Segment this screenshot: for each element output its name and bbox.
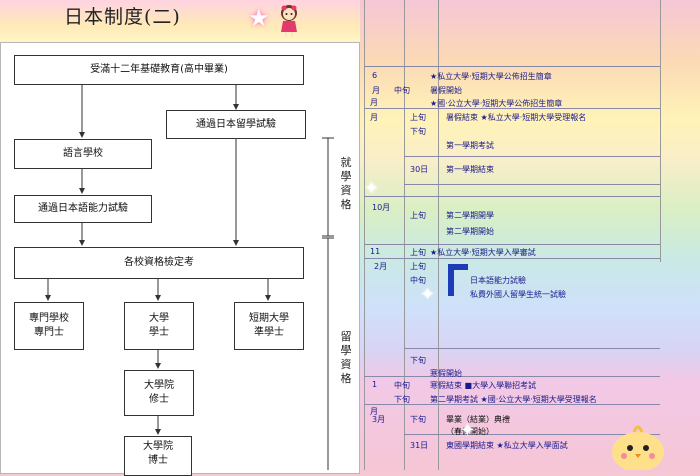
event-text: ★私立大學‧短期大學公佈招生簡章: [430, 71, 552, 82]
side-label-abroad-eligibility: 留學資格: [339, 330, 353, 386]
flow-university-box: 大學 學士: [124, 302, 194, 350]
month-cell: 月: [370, 112, 378, 123]
month-cell: 1: [372, 380, 377, 389]
event-text: ★國‧公立大學‧短期大學公佈招生簡章: [430, 98, 562, 109]
event-text: 暑假開始: [430, 85, 462, 96]
flow-jlpt-box: 通過日本語能力試驗: [14, 195, 152, 223]
flow-vocational-box: 專門學校 專門士: [14, 302, 84, 350]
flow-master-label: 大學院: [144, 379, 174, 393]
highlight-bar: [448, 270, 454, 296]
period-cell: 下旬: [410, 355, 426, 366]
flow-eju-label: 通過日本留學試驗: [196, 118, 276, 132]
period-cell: 上旬: [410, 210, 426, 221]
flow-university-label: 大學: [149, 312, 169, 326]
event-text: 私費外國人留學生統一試驗: [470, 289, 566, 300]
month-cell: 3月: [372, 414, 385, 425]
row-divider: [364, 196, 660, 197]
flow-vocational-label: 專門學校: [29, 312, 69, 326]
period-cell: 下旬: [410, 126, 426, 137]
event-text: 東國學期結束 ★私立大學入學面試: [446, 440, 568, 451]
flow-doctor-box: 大學院 博士: [124, 436, 192, 476]
chick-mascot-icon: [606, 418, 670, 470]
event-text: ★私立大學‧短期大學入學審試: [430, 247, 536, 258]
flowchart-slide: 日本制度(二) ★: [0, 0, 360, 470]
event-text: 第二學期考試 ★國‧公立大學‧短期大學受理報名: [430, 394, 597, 405]
flow-master-degree: 修士: [149, 393, 169, 407]
period-cell: 上旬: [410, 247, 426, 258]
event-text: 暑假結束 ★私立大學‧短期大學受理報名: [446, 112, 586, 123]
row-divider: [364, 66, 660, 67]
sparkle-icon: ✦: [460, 420, 475, 441]
flow-eju-box: 通過日本留學試驗: [166, 110, 306, 139]
flow-doctor-label: 大學院: [143, 440, 173, 454]
flow-jlpt-label: 通過日本語能力試驗: [38, 202, 128, 216]
event-text: 寒假結束 ■大學入學聯招考試: [430, 380, 536, 391]
flow-junior-college-box: 短期大學 準學士: [234, 302, 304, 350]
row-divider: [404, 156, 660, 157]
flow-start-label: 受滿十二年基礎教育(高中畢業): [90, 63, 228, 77]
event-text: 日本語能力試驗: [470, 275, 526, 286]
flow-junior-college-degree: 準學士: [254, 326, 284, 340]
month-cell: 月: [370, 97, 378, 108]
month-cell: 月: [372, 85, 380, 96]
col-divider: [364, 0, 365, 470]
row-divider: [364, 376, 660, 377]
period-cell: 下旬: [410, 414, 426, 425]
event-text: 第一學期考試: [446, 140, 494, 151]
period-cell: 30日: [410, 164, 428, 175]
flow-language-school-label: 語言學校: [63, 147, 103, 161]
girl-mascot-icon: [275, 2, 303, 38]
event-text: 第二學期開始: [446, 226, 494, 237]
event-text: 第一學期結束: [446, 164, 494, 175]
flow-master-box: 大學院 修士: [124, 370, 194, 416]
period-cell: 中旬: [394, 380, 410, 391]
flow-entrance-exam-box: 各校資格檢定考: [14, 247, 304, 279]
period-cell: 中旬: [394, 85, 410, 96]
period-cell: 上旬: [410, 112, 426, 123]
row-divider: [364, 244, 660, 245]
star-icon: ★: [248, 4, 270, 32]
side-label-study-eligibility: 就學資格: [339, 156, 353, 212]
period-cell: 31日: [410, 440, 428, 451]
month-cell: 10月: [372, 202, 390, 213]
sparkle-icon: ✦: [420, 284, 435, 305]
flow-vocational-degree: 專門士: [34, 326, 64, 340]
col-divider: [660, 0, 661, 262]
row-divider: [404, 184, 660, 185]
flow-entrance-exam-label: 各校資格檢定考: [124, 256, 194, 270]
event-text: 畢業（結業）典禮: [446, 414, 510, 425]
flow-university-degree: 學士: [149, 326, 169, 340]
flow-language-school-box: 語言學校: [14, 139, 152, 169]
period-cell: 下旬: [394, 394, 410, 405]
month-cell: 6: [372, 71, 377, 80]
row-divider: [364, 258, 660, 259]
flow-start-box: 受滿十二年基礎教育(高中畢業): [14, 55, 304, 85]
event-text: 第二學期開學: [446, 210, 494, 221]
row-divider: [404, 348, 660, 349]
event-text: 寒假開始: [430, 368, 462, 379]
month-cell: 2月: [374, 261, 387, 272]
period-cell: 上旬: [410, 261, 426, 272]
schedule-table: 6 月 月 中旬 ★私立大學‧短期大學公佈招生簡章 暑假開始 ★國‧公立大學‧短…: [360, 0, 700, 470]
flow-junior-college-label: 短期大學: [249, 312, 289, 326]
sparkle-icon: ✦: [364, 178, 379, 199]
month-cell: 11: [370, 247, 380, 256]
slide-title: 日本制度(二): [64, 2, 181, 29]
flow-doctor-degree: 博士: [148, 454, 168, 468]
